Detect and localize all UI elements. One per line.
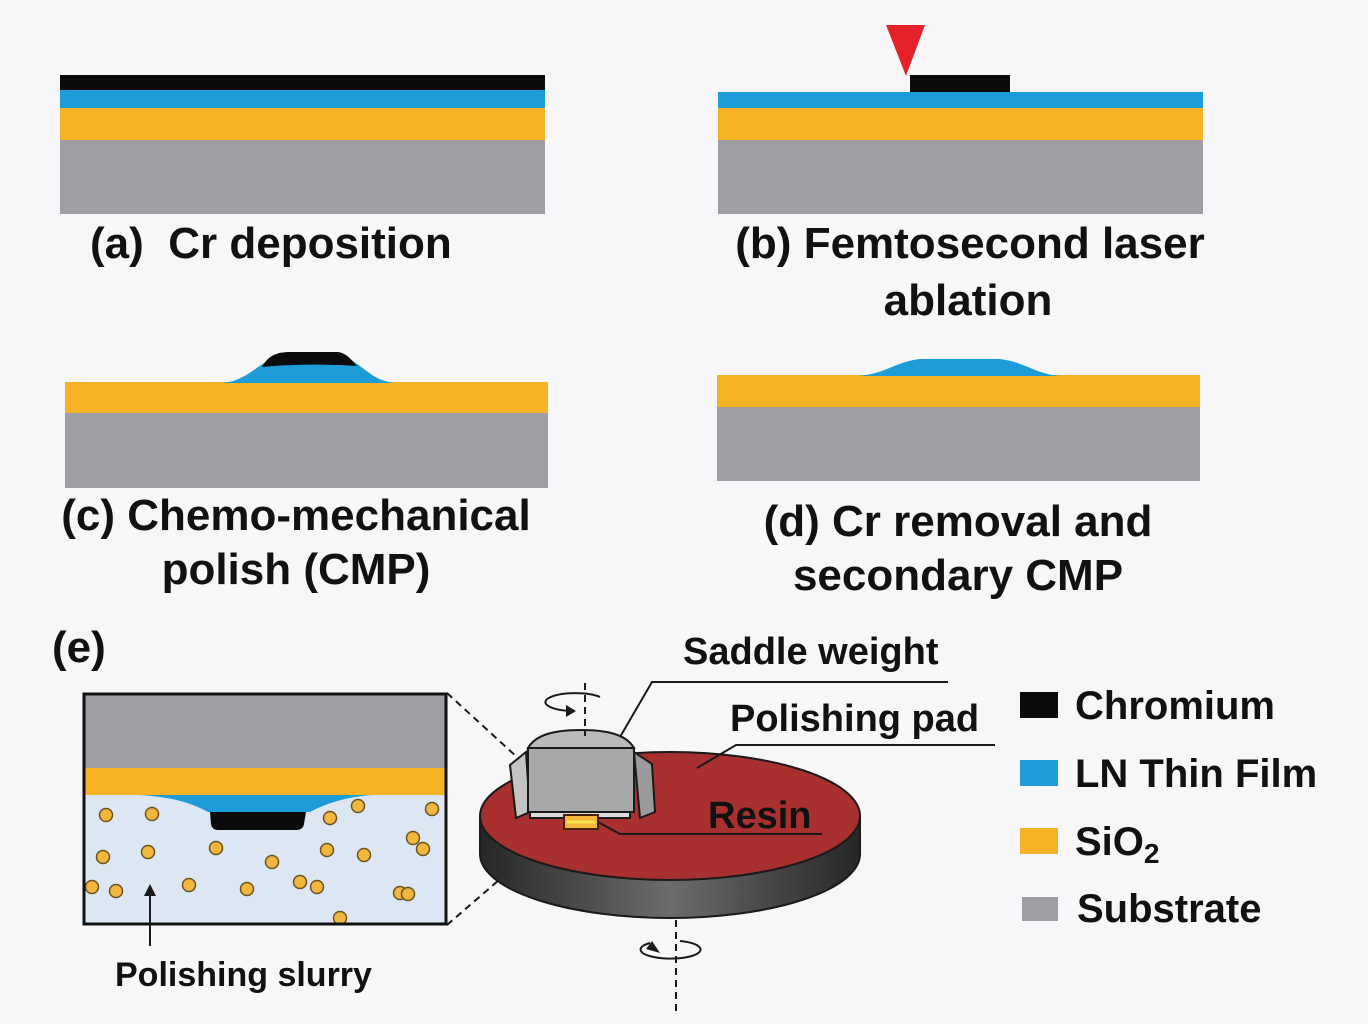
resin-label: Resin xyxy=(708,795,811,837)
substrate-layer xyxy=(718,140,1203,214)
slurry-particle xyxy=(405,830,421,846)
saddle-top xyxy=(526,728,636,749)
slurry-particle xyxy=(208,840,224,856)
panel-b-label-line1: (b) Femtosecond laser xyxy=(735,219,1204,268)
inset-frame xyxy=(82,692,448,926)
femtosecond-laser-marker xyxy=(886,25,925,76)
legend-swatch-chromium xyxy=(1020,692,1058,718)
panel-e-label: (e) xyxy=(52,623,106,672)
sio2-layer xyxy=(718,108,1203,140)
zoom-line-top xyxy=(446,692,519,759)
legend-label-chromium: Chromium xyxy=(1075,684,1275,728)
slurry-particles xyxy=(84,798,440,926)
panel-b: (b) Femtosecond laser ablation xyxy=(718,25,1205,325)
legend-item-sio2: SiO2 xyxy=(1020,820,1159,869)
saddle-body xyxy=(527,747,635,813)
slurry-pointer-arrowhead xyxy=(144,884,156,896)
legend-item-chromium: Chromium xyxy=(1020,684,1275,728)
legend-item-substrate: Substrate xyxy=(1022,887,1262,931)
slurry-particle xyxy=(239,881,255,897)
saddle-weight-label: Saddle weight xyxy=(683,631,939,673)
slurry-particle xyxy=(350,798,366,814)
legend-swatch-sio2 xyxy=(1020,828,1058,854)
slurry-particle xyxy=(292,874,308,890)
saddle-weight xyxy=(508,728,657,820)
legend: Chromium LN Thin Film SiO2 Substrate xyxy=(1020,684,1317,931)
polishing-inset xyxy=(82,692,448,926)
ln-thin-film-layer xyxy=(60,90,545,108)
panel-e: (e) Polishing slurry xyxy=(52,623,995,1016)
substrate-layer xyxy=(717,407,1200,481)
chromium-layer xyxy=(60,75,545,90)
legend-swatch-substrate xyxy=(1022,897,1058,921)
chromium-mask xyxy=(910,75,1010,92)
sio2-layer xyxy=(717,375,1200,407)
saddle-right-wing xyxy=(632,750,657,820)
saddle-rotation-arrowhead-icon xyxy=(566,705,576,717)
chromium-cap xyxy=(262,352,357,367)
substrate-layer xyxy=(85,695,445,768)
chromium-cap xyxy=(210,812,306,830)
panel-c-label-line1: (c) Chemo-mechanical xyxy=(61,491,530,540)
slurry-particle xyxy=(309,879,325,895)
substrate-layer xyxy=(65,413,548,488)
panel-a: (a) Cr deposition xyxy=(60,75,545,268)
legend-swatch-ln-thin-film xyxy=(1020,760,1058,786)
panel-c-label-line2: polish (CMP) xyxy=(162,545,431,594)
panel-d: (d) Cr removal and secondary CMP xyxy=(717,359,1200,600)
slurry-particle xyxy=(95,849,111,865)
slurry-particle xyxy=(84,879,100,895)
slurry-particle xyxy=(415,841,431,857)
saddle-weight-leader xyxy=(619,681,948,738)
legend-item-ln-thin-film: LN Thin Film xyxy=(1020,752,1317,796)
slurry-particle xyxy=(181,877,197,893)
legend-label-sio2-main: SiO xyxy=(1075,820,1144,864)
pad-rotation-arrow xyxy=(639,940,702,960)
slurry-particle xyxy=(108,883,124,899)
sio2-layer xyxy=(65,382,548,413)
panel-a-label: (a) Cr deposition xyxy=(90,219,452,268)
polishing-slurry-label: Polishing slurry xyxy=(115,956,372,994)
slurry-particle xyxy=(424,801,440,817)
saddle-rotation-arrow xyxy=(544,692,601,712)
legend-label-substrate: Substrate xyxy=(1077,887,1262,931)
ln-ridge xyxy=(140,795,372,812)
panel-b-label-line2: ablation xyxy=(884,276,1053,325)
panel-d-label-line1: (d) Cr removal and xyxy=(764,497,1153,546)
ln-ridge xyxy=(858,359,1060,376)
polishing-pad-leader xyxy=(696,744,995,769)
resin-leader xyxy=(597,821,822,835)
slurry-particle xyxy=(264,854,280,870)
panel-c: (c) Chemo-mechanical polish (CMP) xyxy=(61,352,548,594)
legend-label-ln-thin-film: LN Thin Film xyxy=(1075,752,1317,796)
slurry-particle xyxy=(356,847,372,863)
pad-rotation-arrowhead-icon xyxy=(646,941,660,953)
slurry-particle xyxy=(140,844,156,860)
legend-label-sio2-subscript: 2 xyxy=(1144,838,1160,869)
panel-d-label-line2: secondary CMP xyxy=(793,551,1123,600)
slurry-particle xyxy=(319,842,335,858)
slurry-particle xyxy=(144,806,160,822)
slurry-particle xyxy=(322,810,338,826)
slurry-particle xyxy=(400,886,416,902)
sio2-layer xyxy=(60,108,545,140)
substrate-layer xyxy=(60,140,545,214)
sio2-layer xyxy=(85,768,445,795)
ln-thin-film-layer xyxy=(718,92,1203,108)
slurry-particle xyxy=(98,807,114,823)
legend-label-sio2: SiO2 xyxy=(1075,820,1159,869)
polishing-pad-label: Polishing pad xyxy=(730,698,979,740)
